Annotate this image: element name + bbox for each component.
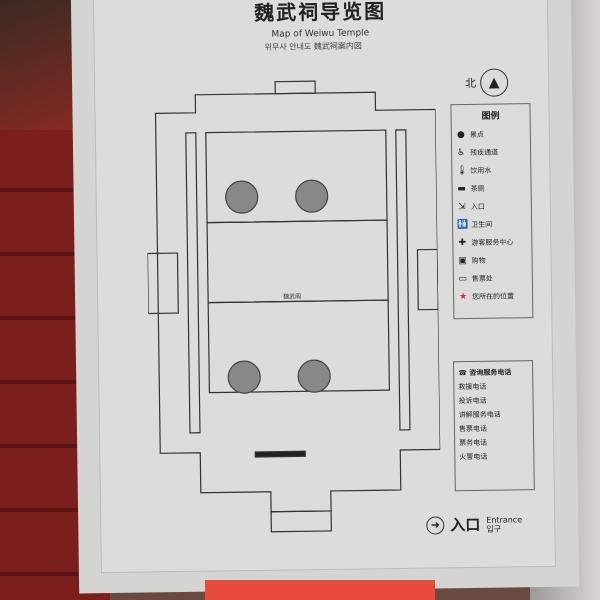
legend-item: ⇲ 入口 [457, 197, 527, 216]
entrance-en: Entrance [486, 514, 523, 525]
west-building [146, 252, 179, 315]
east-building [416, 248, 439, 311]
legend-label: 残疾通道 [470, 148, 499, 157]
sign-subtitle-ko-ja: 위무사 안내도 魏武祠案内図 [264, 41, 362, 52]
entrance-zh: 入口 [450, 515, 481, 535]
south-courtyard [207, 299, 391, 394]
legend-item: ♿ 残疾通道 [456, 143, 526, 162]
entrance-ko: 입구 [486, 524, 502, 534]
legend-icon: 🌡 [456, 165, 468, 177]
legend-item: ▣ 购物 [457, 251, 527, 270]
temple-map-sign: 魏武祠导览图 Map of Weiwu Temple 위무사 안내도 魏武祠案内… [70, 0, 580, 594]
phone-box: ☎ 咨询服务电话 救援电话 投诉电话 讲解服务电话 售票电话 票务电话 火警电话 [453, 360, 535, 492]
phone-line: 救援电话 [458, 382, 487, 392]
legend-icon: ⇲ [458, 202, 466, 213]
legend-label: 卫生间 [471, 220, 493, 229]
tree-icon [295, 179, 329, 213]
north-arrow-icon: ▲ [479, 68, 509, 97]
legend-icon: ✚ [458, 238, 467, 249]
sign-stand-base [205, 580, 435, 600]
legend-item: ▭售票处 [458, 269, 528, 288]
legend-label: 您所在的位置 [472, 292, 515, 301]
legend-label: 游客服务中心 [471, 238, 514, 247]
phone-line: 讲解服务电话 [458, 410, 501, 420]
phone-line: 投诉电话 [458, 396, 487, 406]
west-corridor [185, 132, 201, 434]
north-label: 北 [465, 76, 477, 91]
legend-item: ● 景点 [456, 125, 526, 144]
map-label-center-hall: 魏武阁 [283, 293, 302, 301]
legend-icon: ▣ [458, 256, 467, 267]
arrow-right-icon: ➜ [426, 515, 445, 535]
altar [254, 450, 306, 458]
tree-icon [225, 180, 259, 214]
sign-subtitle-en: Map of Weiwu Temple [271, 28, 370, 40]
legend-label: 景点 [469, 130, 484, 139]
north-gate [274, 80, 316, 95]
sign-title: 魏武祠导览图 [253, 0, 387, 25]
legend-box: 图例 ● 景点 ♿ 残疾通道 🌡饮用水 ▬ 茶厕 ⇲ 入口 🚻卫生间 ✚ 游客服务中心 ▣… [450, 103, 534, 320]
legend-item: 🌡饮用水 [456, 161, 526, 180]
sign-panel: 魏武祠导览图 Map of Weiwu Temple 위무사 안내도 魏武祠案内… [92, 0, 556, 574]
legend-icon: ▭ [458, 274, 468, 285]
legend-icon: ♿ [456, 148, 466, 159]
legend-icon: ● [456, 130, 465, 141]
legend-label: 售票处 [471, 274, 493, 283]
legend-item: 🚻卫生间 [457, 215, 527, 234]
legend-label: 入口 [470, 202, 485, 211]
legend-icon: ▬ [457, 184, 466, 195]
legend-icon: ★ [458, 292, 468, 303]
legend-label: 购物 [471, 256, 486, 265]
legend-item: ★ 您所在的位置 [458, 287, 528, 306]
legend-icon: 🚻 [457, 219, 469, 231]
legend-label: 茶厕 [470, 184, 485, 193]
legend-item: ▬ 茶厕 [456, 179, 526, 198]
floor-plan [146, 80, 441, 533]
legend-label: 饮用水 [470, 166, 492, 175]
phone-title: ☎ 咨询服务电话 [458, 368, 512, 378]
main-hall-area [206, 219, 389, 304]
phone-line: 售票电话 [458, 424, 488, 434]
tree-icon [227, 360, 261, 394]
north-indicator: 北 ▲ [465, 68, 509, 97]
south-gate [270, 510, 332, 533]
legend-item: ✚ 游客服务中心 [457, 233, 527, 252]
east-corridor [395, 129, 411, 431]
legend-title: 图例 [481, 111, 500, 122]
tree-icon [297, 359, 331, 393]
phone-line: 票务电话 [459, 438, 488, 448]
phone-line: 火警电话 [459, 452, 488, 462]
